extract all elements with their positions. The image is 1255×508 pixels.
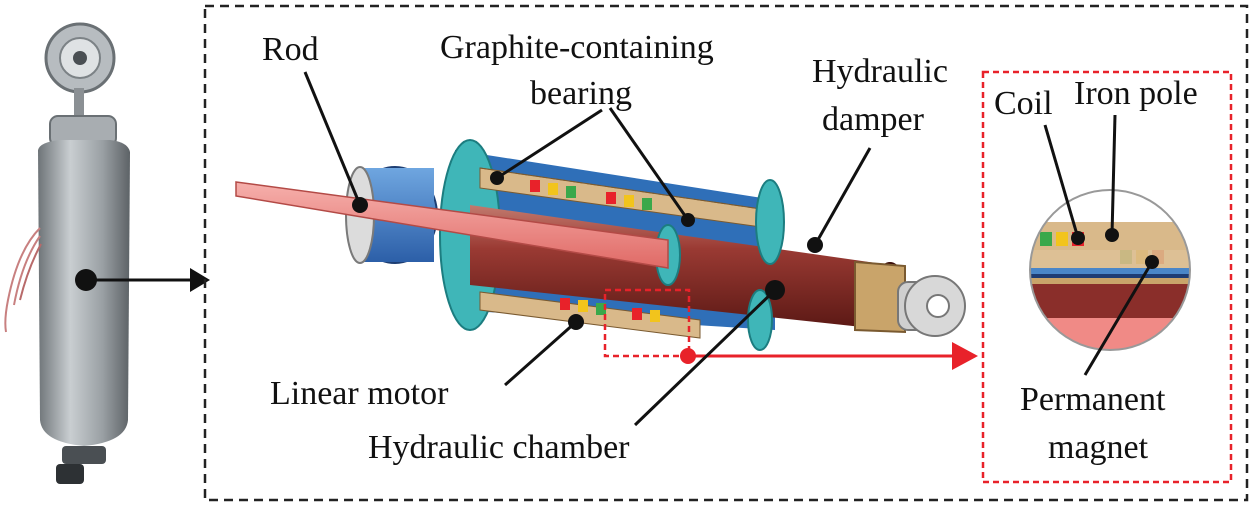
piston-rod	[235, 181, 669, 269]
label-bearing-line2: bearing	[530, 75, 632, 112]
label-damper-line2: damper	[822, 101, 925, 138]
device-photo	[4, 22, 210, 484]
label-magnet-line2: magnet	[1048, 429, 1149, 466]
label-hydraulic-chamber: Hydraulic chamber	[368, 429, 630, 466]
detail-arrow-icon	[952, 342, 978, 370]
coil-row-bottom	[479, 291, 701, 339]
diagram-frame	[203, 4, 1249, 502]
detail-box	[981, 70, 1233, 484]
arrow-head-icon	[190, 268, 210, 292]
detail-source-box	[603, 288, 691, 358]
label-damper-line1: Hydraulic	[812, 53, 948, 90]
label-rod: Rod	[262, 31, 319, 68]
label-linear-motor: Linear motor	[270, 375, 449, 412]
label-coil: Coil	[994, 85, 1053, 122]
label-iron-pole: Iron pole	[1074, 75, 1198, 112]
label-magnet-line1: Permanent	[1020, 381, 1166, 418]
label-bearing-line1: Graphite-containing	[440, 29, 714, 66]
leader-lines	[303, 71, 1154, 427]
actuator-cutaway	[235, 139, 966, 351]
